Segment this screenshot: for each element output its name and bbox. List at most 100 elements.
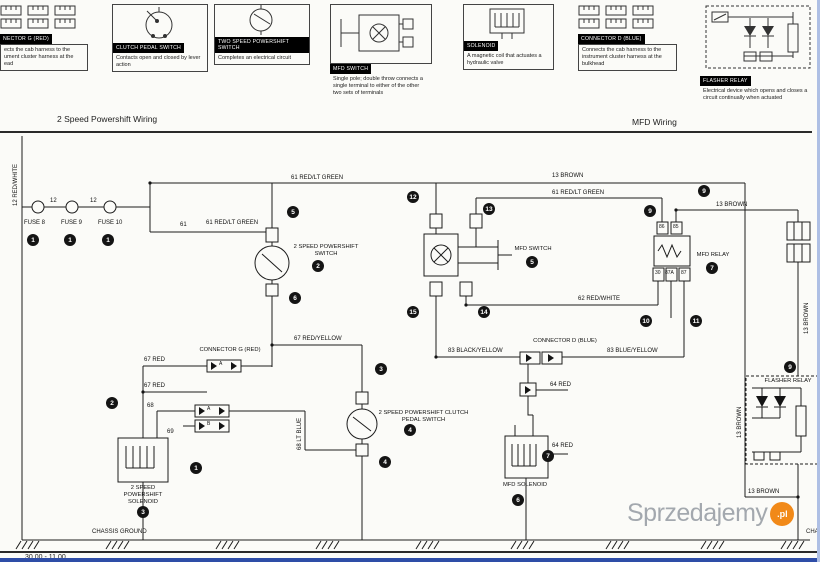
label-mfd-relay: MFD RELAY: [696, 252, 730, 258]
legend-connector-d: CONNECTOR D (BLUE) Connects the cab harn…: [578, 4, 677, 72]
wire-label-13-brown: 13 BROWN: [804, 302, 810, 334]
legend-flasher-relay: FLASHER RELAY Electrical device which op…: [700, 4, 818, 104]
wire-label-83-black-yellow: 83 BLACK/YELLOW: [448, 348, 503, 354]
legend-desc: ects the cab harness to the ument cluste…: [0, 44, 88, 72]
legend-desc: Completes an electrical circuit: [218, 55, 292, 61]
connector-g-pin-a: A: [219, 361, 223, 367]
edge-text: CHA: [806, 529, 819, 535]
switch-circle-icon: [113, 5, 207, 43]
footer-rule: [0, 551, 820, 553]
wire-label-64-red: 64 RED: [552, 443, 574, 449]
wire-lines: [21, 136, 810, 541]
fuse-8-label: FUSE 8: [24, 220, 46, 226]
switch-circle-icon: [215, 5, 309, 37]
callout-6: 6: [512, 494, 524, 506]
wire-label-13-brown: 13 BROWN: [737, 406, 743, 438]
flasher-relay-symbol: [745, 375, 819, 465]
fuse-10-label: FUSE 10: [98, 220, 123, 226]
legend-desc: Connects the cab harness to the instrume…: [578, 44, 677, 72]
relay-terminal-87a: 87A: [665, 270, 674, 276]
callout-1: 1: [64, 234, 76, 246]
legend-desc: Electrical device which opens and closes…: [703, 88, 808, 102]
callout-3: 3: [375, 363, 387, 375]
ground-hatches: [15, 540, 805, 550]
wire-label-12-red-white: 12 RED/WHITE: [13, 163, 19, 206]
label-two-speed-solenoid: 2 SPEED POWERSHIFT SOLENOID: [123, 485, 163, 505]
callout-4: 4: [379, 456, 391, 468]
mfd-switch-icon: [330, 4, 432, 64]
wire-label-12: 12: [50, 198, 57, 204]
callout-14: 14: [478, 306, 490, 318]
connector-g-pin-b: B: [207, 421, 211, 427]
legend-clutch-pedal-switch: CLUTCH PEDAL SWITCH Contacts open and cl…: [112, 4, 208, 73]
callout-9: 9: [784, 361, 796, 373]
wire-label-61-red-lt-green: 61 RED/LT GREEN: [206, 220, 259, 226]
callout-1: 1: [190, 462, 202, 474]
callout-9: 9: [698, 185, 710, 197]
connector-d-symbol: [519, 351, 563, 397]
chassis-ground-label: CHASSIS GROUND: [92, 529, 147, 535]
wire-label-67-red-yellow: 67 RED/YELLOW: [294, 336, 342, 342]
legend-title: MFD SWITCH: [330, 64, 372, 74]
label-connector-g: CONNECTOR G (RED): [199, 347, 261, 353]
header-rule: [0, 131, 812, 133]
flasher-relay-icon: [700, 4, 818, 76]
wire-label-61: 61: [180, 222, 187, 228]
relay-terminal-30: 30: [655, 270, 661, 276]
label-clutch-pedal-switch: 2 SPEED POWERSHIFT CLUTCH PEDAL SWITCH: [378, 410, 469, 423]
wire-label-83-blue-yellow: 83 BLUE/YELLOW: [607, 348, 658, 354]
label-flasher-relay: FLASHER RELAY: [764, 378, 812, 384]
callout-5: 5: [287, 206, 299, 218]
wire-label-13-brown: 13 BROWN: [716, 202, 748, 208]
wire-label-64-red: 64 RED: [550, 382, 572, 388]
fuse-symbols: [31, 200, 117, 214]
callout-6: 6: [289, 292, 301, 304]
legend-mfd-switch: MFD SWITCH Single pole; double throw con…: [330, 4, 432, 99]
wire-label-61-red-lt-green: 61 RED/LT GREEN: [291, 175, 344, 181]
callout-7: 7: [542, 450, 554, 462]
two-speed-switch-symbol: [254, 227, 290, 297]
relay-terminal-85: 85: [673, 224, 679, 230]
solenoid-coil-icon: [464, 5, 553, 41]
callout-11: 11: [690, 315, 702, 327]
legend-connector-g: NECTOR G (RED) ects the cab harness to t…: [0, 4, 88, 72]
label-mfd-switch: MFD SWITCH: [514, 246, 552, 252]
callout-15: 15: [407, 306, 419, 318]
page-number: 30.00 - 11.00: [25, 554, 66, 561]
label-connector-d: CONNECTOR D (BLUE): [533, 338, 597, 344]
fuse-9-label: FUSE 9: [61, 220, 83, 226]
two-speed-solenoid-symbol: [117, 437, 169, 483]
wire-label-13-brown: 13 BROWN: [552, 173, 584, 179]
junction-dots: [141, 181, 800, 499]
callout-12: 12: [407, 191, 419, 203]
wire-label-13-brown: 13 BROWN: [748, 489, 780, 495]
relay-terminal-86: 86: [659, 224, 665, 230]
legend-title: SOLENOID: [464, 41, 499, 51]
wire-label-67-red: 67 RED: [144, 357, 166, 363]
callout-2: 2: [106, 397, 118, 409]
legend-two-speed-switch: TWO SPEED POWERSHIFT SWITCH Completes an…: [214, 4, 310, 66]
label-mfd-solenoid: MFD SOLENOID: [502, 482, 548, 488]
relay-terminal-87: 87: [681, 270, 687, 276]
wire-label-68-lt-blue: 68 LT BLUE: [297, 417, 303, 450]
legend-title: FLASHER RELAY: [700, 76, 751, 86]
mfd-switch-symbol: [423, 213, 512, 297]
legend-desc: Contacts open and closed by lever action: [116, 55, 201, 69]
watermark: Sprzedajemy .pl: [627, 499, 795, 528]
legend-title: NECTOR G (RED): [0, 34, 52, 44]
legend-title: TWO SPEED POWERSHIFT SWITCH: [215, 37, 309, 53]
watermark-pl-logo: .pl: [770, 501, 795, 526]
callout-13: 13: [483, 203, 495, 215]
scan-edge-right: [817, 0, 820, 562]
wire-label-67-red: 67 RED: [144, 383, 166, 389]
callout-9: 9: [644, 205, 656, 217]
section-title-left: 2 Speed Powershift Wiring: [57, 114, 158, 124]
callout-5: 5: [526, 256, 538, 268]
wire-label-12: 12: [90, 198, 97, 204]
connector-icon: [578, 4, 677, 34]
callout-7: 7: [706, 262, 718, 274]
connector-arrows: [199, 354, 786, 430]
connector-g-pin-a: A: [207, 406, 211, 412]
